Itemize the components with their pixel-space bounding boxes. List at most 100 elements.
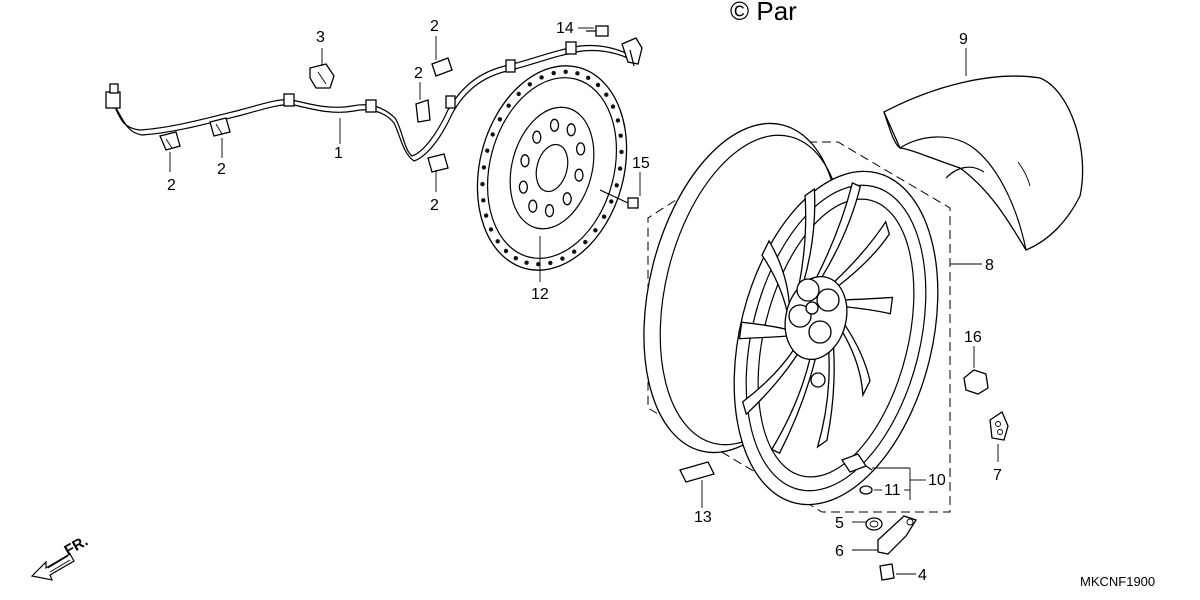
disc-drill-hole — [619, 149, 624, 155]
valve-cap-extension — [877, 515, 917, 555]
leader-lines — [169, 27, 999, 575]
wire-clip-2e — [427, 153, 449, 173]
diagram-code: MKCNF1900 — [1080, 574, 1155, 589]
disc-drill-hole — [593, 228, 598, 233]
callout-11: 11 — [884, 482, 901, 499]
wheel-spoke — [770, 358, 817, 454]
wheel-spoke — [815, 181, 862, 278]
callout-15: 15 — [632, 155, 650, 172]
valve-core — [879, 563, 895, 581]
wheel-spoke — [833, 220, 891, 287]
axle-nut — [963, 369, 989, 395]
disc-drill-hole — [483, 213, 489, 218]
callout-7: 7 — [993, 467, 1002, 484]
disc-drill-hole — [480, 181, 485, 187]
disc-drill-hole — [618, 133, 623, 138]
abs-sensor-head — [621, 37, 643, 65]
callout-2-mid: 2 — [414, 65, 423, 82]
callout-13: 13 — [694, 509, 712, 526]
disc-hub-hole — [562, 192, 572, 206]
harness-connector-left — [105, 91, 121, 109]
disc-drill-hole — [516, 91, 521, 97]
disc-drill-hole — [604, 92, 609, 97]
disc-drill-hole — [572, 249, 577, 254]
sensor-bolt — [586, 25, 609, 37]
brake-disc — [476, 65, 628, 271]
balance-weight — [679, 461, 715, 483]
disc-drill-hole — [586, 75, 591, 81]
disc-drill-hole — [609, 199, 614, 204]
disc-drill-hole — [503, 248, 509, 254]
callout-16: 16 — [964, 329, 982, 346]
disc-drill-hole — [481, 165, 487, 170]
callout-3: 3 — [316, 29, 325, 46]
disc-drill-hole — [610, 104, 616, 109]
disc-drill-hole — [548, 260, 553, 266]
assembly-outline — [647, 141, 951, 513]
wheel-spoke — [816, 346, 835, 449]
valve-nut — [865, 517, 883, 531]
disc-hub-hole — [574, 168, 584, 182]
watermark-text: © Par — [730, 0, 797, 26]
callout-10: 10 — [928, 472, 946, 489]
callout-1: 1 — [334, 145, 343, 162]
wire-clip-2b — [209, 117, 231, 137]
wheel-spoke — [797, 187, 816, 291]
callout-9: 9 — [959, 31, 968, 48]
callout-2-top: 2 — [430, 18, 439, 35]
disc-drill-hole — [617, 166, 623, 171]
disc-drill-hole — [481, 198, 486, 203]
valve-o-ring — [859, 485, 873, 495]
disc-hub-hole — [544, 204, 555, 218]
disc-hub-hole — [532, 130, 542, 144]
disc-bolt — [599, 189, 639, 209]
tire-valve — [841, 453, 873, 473]
direction-label: FR. — [62, 533, 91, 560]
sensor-rotor-plate — [989, 411, 1009, 441]
front-direction-arrow: FR. — [30, 533, 91, 581]
callout-4: 4 — [918, 567, 927, 584]
disc-drill-hole — [506, 103, 511, 108]
callout-8: 8 — [985, 257, 994, 274]
wire-clip-2a — [159, 131, 181, 151]
callout-5: 5 — [835, 515, 844, 532]
disc-drill-hole — [488, 227, 494, 232]
disc-hub-hole — [566, 123, 576, 137]
callout-14: 14 — [556, 20, 574, 37]
disc-drill-hole — [495, 239, 500, 244]
disc-drill-hole — [551, 70, 556, 76]
disc-hub-hole — [575, 142, 586, 156]
disc-drill-hole — [575, 71, 580, 76]
disc-hub-hole — [549, 118, 560, 132]
disc-drill-hole — [490, 132, 495, 137]
disc-drill-hole — [536, 262, 541, 267]
disc-drill-hole — [560, 256, 565, 261]
disc-drill-hole — [583, 239, 588, 245]
wheel-spoke — [842, 323, 871, 398]
disc-drill-hole — [595, 82, 601, 88]
wheel-spoke — [761, 239, 790, 314]
disc-hub-hole — [528, 199, 538, 213]
disc-drill-hole — [485, 148, 490, 153]
disc-drill-hole — [539, 75, 544, 80]
disc-drill-hole — [527, 82, 532, 87]
callout-6: 6 — [835, 543, 844, 560]
wire-clip-2d — [431, 57, 453, 77]
disc-drill-hole — [524, 260, 529, 265]
wheel-spoke — [738, 321, 788, 340]
harness-clamp — [309, 63, 335, 89]
disc-drill-hole — [513, 256, 518, 261]
abs-sensor-harness — [105, 37, 643, 162]
wheel — [643, 122, 939, 506]
wheel-spoke — [741, 349, 799, 416]
disc-hub-hole — [520, 154, 530, 168]
disc-drill-hole — [497, 117, 503, 122]
disc-drill-hole — [615, 118, 621, 123]
disc-drill-hole — [601, 214, 607, 219]
wheel-spoke — [844, 296, 894, 315]
disc-drill-hole — [614, 183, 619, 188]
callout-2-left-b: 2 — [167, 177, 176, 194]
callout-12: 12 — [531, 286, 549, 303]
wire-clip-2c — [415, 99, 431, 123]
